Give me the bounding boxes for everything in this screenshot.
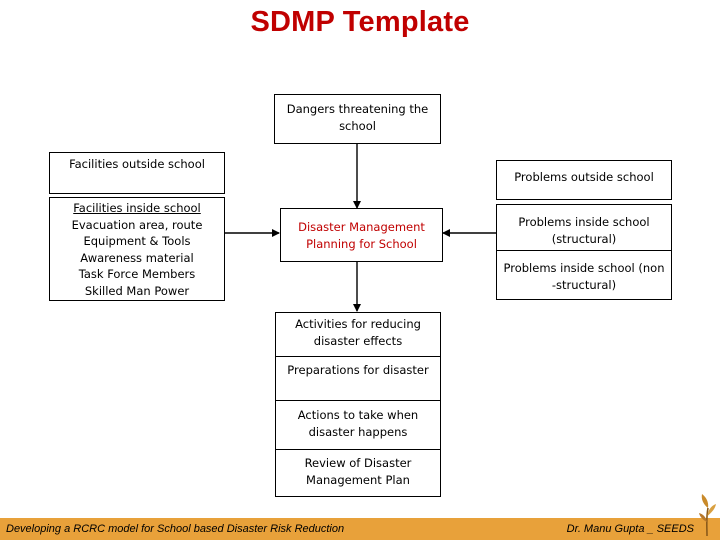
problems-nonstructural-line-2: -structural) [551, 277, 617, 292]
review-box: Review of Disaster Management Plan [275, 449, 441, 497]
footer-author: Dr. Manu Gupta _ SEEDS [566, 523, 694, 535]
footer-bar: Developing a RCRC model for School based… [0, 518, 720, 540]
activities-line-2: disaster effects [313, 333, 403, 348]
preparations-box: Preparations for disaster [275, 356, 441, 401]
dangers-box: Dangers threatening the school [274, 94, 441, 144]
facilities-inside-heading: Facilities inside school [73, 201, 201, 215]
review-line-1: Review of Disaster [304, 456, 412, 470]
footer-title: Developing a RCRC model for School based… [6, 523, 345, 535]
dangers-line-2: school [339, 118, 376, 133]
actions-line-1: Actions to take when [297, 408, 419, 422]
problems-structural-box: Problems inside school (structural) [496, 204, 672, 254]
facilities-inside-item: Task Force Members [78, 267, 196, 281]
actions-line-2: disaster happens [308, 424, 408, 439]
problems-structural-line-1: Problems inside school [518, 215, 650, 229]
center-line-2: Planning for School [306, 236, 417, 251]
review-line-2: Management Plan [306, 472, 410, 487]
facilities-outside-box: Facilities outside school [49, 152, 225, 194]
problems-outside-label: Problems outside school [514, 170, 654, 184]
page-title: SDMP Template [250, 6, 470, 38]
problems-nonstructural-line-1: Problems inside school (non [503, 261, 665, 275]
preparations-label: Preparations for disaster [287, 363, 429, 377]
dangers-line-1: Dangers threatening the [286, 102, 429, 116]
actions-box: Actions to take when disaster happens [275, 400, 441, 450]
problems-nonstructural-box: Problems inside school (non -structural) [496, 250, 672, 300]
problems-structural-line-2: (structural) [551, 231, 617, 246]
center-line-1: Disaster Management [298, 220, 425, 234]
facilities-inside-item: Equipment & Tools [83, 234, 191, 248]
problems-outside-box: Problems outside school [496, 160, 672, 200]
facilities-inside-box: Facilities inside school Evacuation area… [49, 197, 225, 301]
center-box: Disaster Management Planning for School [280, 208, 443, 262]
facilities-outside-label: Facilities outside school [69, 157, 205, 171]
seeds-logo-icon [699, 494, 716, 537]
activities-box: Activities for reducing disaster effects [275, 312, 441, 357]
activities-line-1: Activities for reducing [295, 317, 421, 331]
facilities-inside-item: Awareness material [80, 250, 194, 265]
facilities-inside-item: Skilled Man Power [84, 283, 190, 298]
facilities-inside-item: Evacuation area, route [71, 217, 203, 232]
